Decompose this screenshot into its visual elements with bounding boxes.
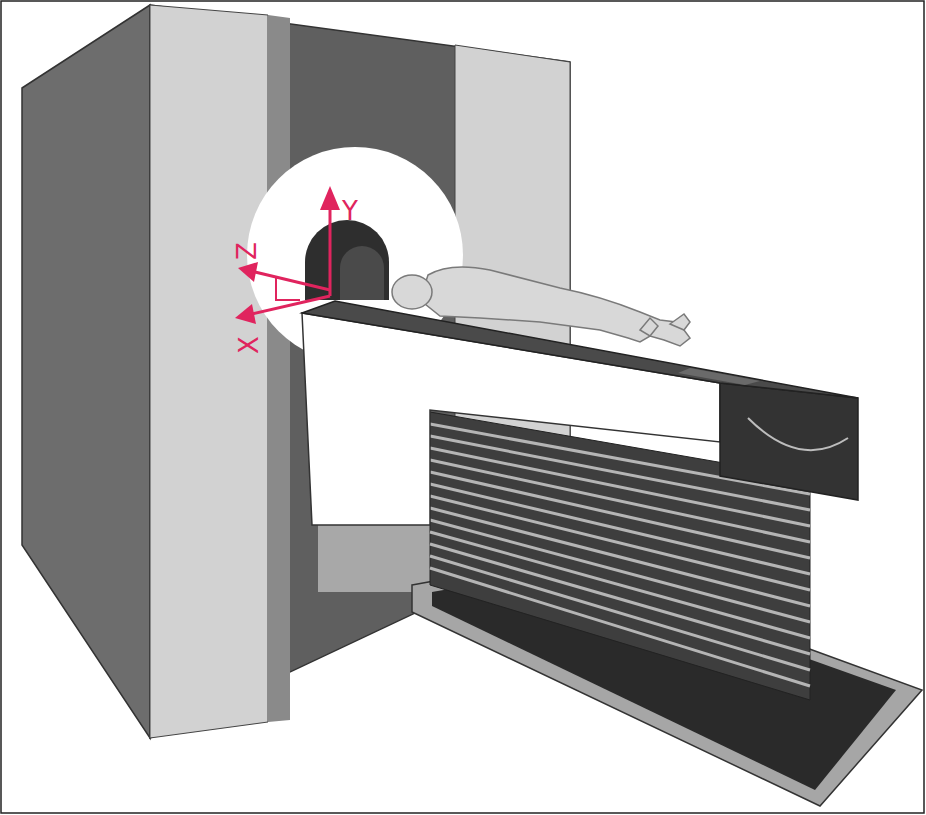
magnet-side (22, 5, 150, 738)
patient-foot (670, 314, 690, 330)
patient-body (420, 267, 690, 346)
x-axis (252, 296, 330, 314)
floor (318, 525, 430, 592)
table-end (720, 383, 858, 500)
stripe (430, 496, 810, 590)
axis-label: Y (342, 198, 358, 224)
arrow-head (238, 262, 258, 282)
stripe (430, 508, 810, 606)
axis-label: Z (234, 242, 260, 260)
stripe (430, 472, 810, 558)
patient-foot (640, 318, 658, 336)
patient-head (392, 275, 432, 309)
magnet-edge (268, 15, 290, 722)
y-axis (329, 205, 332, 296)
axes (252, 205, 330, 314)
stripe (430, 556, 810, 670)
axis-label: X (236, 336, 262, 354)
table-panel (678, 368, 760, 385)
bore-inner (340, 246, 384, 300)
patient (392, 267, 690, 346)
arrow-head (235, 304, 256, 324)
stripe (430, 544, 810, 654)
stripe (430, 520, 810, 622)
arrow-head (320, 186, 340, 210)
axis-corner (276, 278, 300, 300)
stripe (430, 568, 810, 686)
magnet-pillar (150, 5, 268, 738)
z-axis (255, 272, 330, 290)
table-handle (748, 418, 848, 450)
